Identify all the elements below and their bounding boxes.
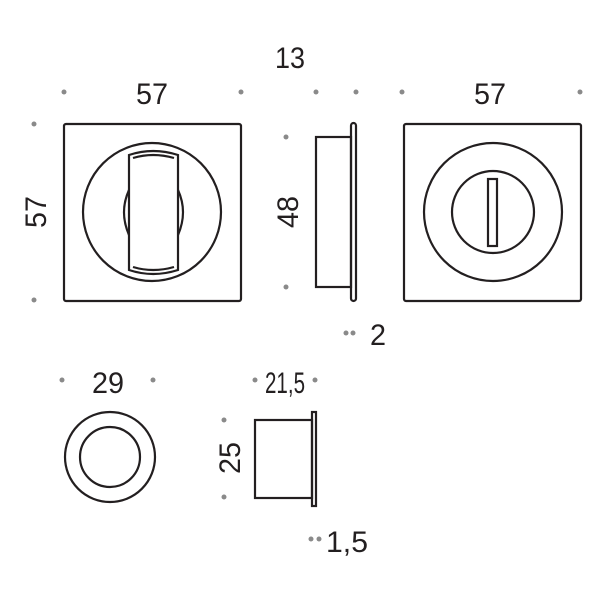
round-pull-front [63, 410, 157, 504]
dim-round-depth: 21,5 [265, 367, 305, 400]
dim-round-diameter: 29 [92, 367, 124, 400]
dim-side-depth: 13 [275, 42, 305, 75]
side-view-large [314, 121, 358, 303]
dimension-markers [31, 89, 583, 542]
dim-front-height: 57 [20, 196, 53, 228]
dim-plate-thickness: 2 [370, 319, 386, 352]
dim-round-plate-thickness: 1,5 [326, 526, 368, 559]
dim-front-width-left: 57 [136, 78, 168, 111]
front-view-lock [402, 122, 583, 303]
round-pull-side [253, 410, 318, 508]
dim-round-height: 25 [214, 442, 247, 474]
dim-side-height: 48 [272, 196, 305, 228]
dim-front-width-right: 57 [474, 78, 506, 111]
front-view-handle [62, 122, 243, 303]
